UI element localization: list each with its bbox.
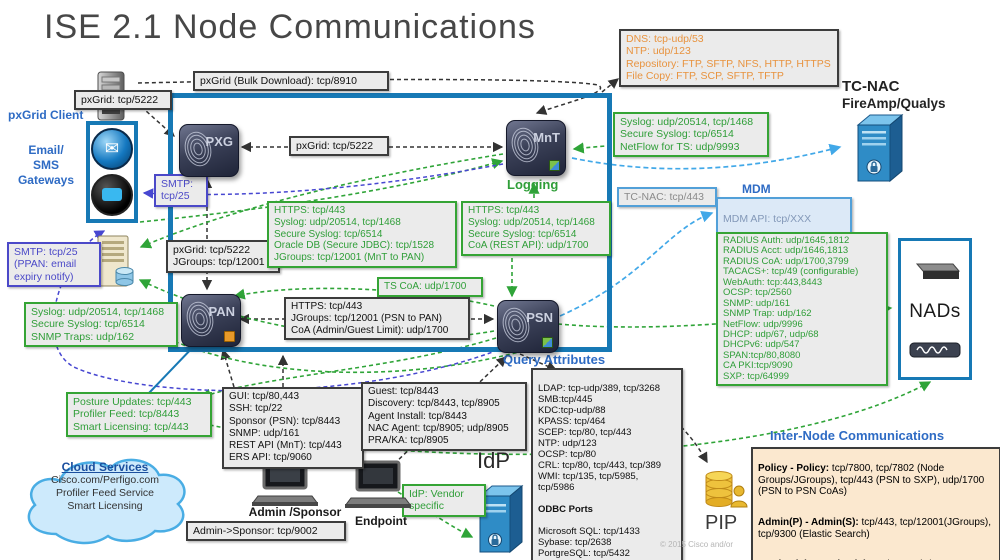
port-label-posture-feeds: Posture Updates: tcp/443 Profiler Feed: … — [66, 392, 212, 438]
internode-title: Inter-Node Communications — [770, 428, 945, 443]
internode-policy: Policy - Policy: tcp/7800, tcp/7802 (Nod… — [758, 462, 985, 498]
port-label-smtp-ppan: SMTP: tcp/25 (PPAN: email expiry notify) — [7, 242, 101, 288]
cloud-services-text: Cloud Services Cisco.com/Perfigo.com Pro… — [26, 460, 184, 513]
port-label-admin-access: GUI: tcp/80,443 SSH: tcp/22 Sponsor (PSN… — [222, 387, 364, 469]
switch-icon — [915, 263, 961, 279]
port-label-smtp: SMTP: tcp/25 — [154, 174, 208, 207]
email-sms-gateway-panel: ✉ — [86, 121, 138, 223]
pip-label: PIP — [705, 512, 738, 534]
node-mnt: MnT — [506, 120, 566, 176]
fingerprint-icon — [184, 131, 212, 167]
endpoint-laptop-icon — [345, 460, 411, 508]
query-attributes-box: LDAP: tcp-udp/389, tcp/3268 SMB:tcp/445 … — [531, 368, 683, 560]
port-label-idp-vendor: IdP: Vendor specific — [402, 484, 486, 517]
pip-database-icon — [705, 471, 748, 508]
internode-admin: Admin(P) - Admin(S): tcp/443, tcp/12001(… — [758, 516, 992, 540]
router-icon — [909, 342, 961, 358]
endpoint-label: Endpoint — [355, 514, 407, 528]
idp-server-icon — [478, 484, 524, 554]
node-pxg-label: PXG — [205, 134, 233, 149]
port-label-bulk-download: pxGrid (Bulk Download): tcp/8910 — [193, 71, 389, 92]
port-label-psn-to-mnt: HTTPS: tcp/443 Syslog: udp/20514, tcp/14… — [461, 201, 611, 257]
port-label-pxgrid-jgroups: pxGrid: tcp/5222 JGroups: tcp/12001 — [166, 240, 280, 273]
port-label-dns-ntp-repository: DNS: tcp-udp/53 NTP: udp/123 Repository:… — [619, 29, 839, 87]
cloud-title: Cloud Services — [61, 460, 149, 474]
lock-icon — [224, 331, 235, 342]
tcnac-server-icon — [856, 113, 904, 183]
port-label-mnt-to-pan: HTTPS: tcp/443 Syslog: udp/20514, tcp/14… — [267, 201, 457, 268]
cloud-shape — [27, 458, 186, 545]
tcnac-subtitle: FireAmp/Qualys — [842, 96, 946, 111]
node-psn: PSN — [497, 300, 559, 353]
fingerprint-icon — [502, 307, 530, 343]
port-label-radius-nad: RADIUS Auth: udp/1645,1812 RADIUS Acct: … — [716, 232, 888, 387]
query-post: Microsoft SQL: tcp/1433 Sybase: tcp/2638… — [538, 526, 640, 560]
mdm-label: MDM — [742, 182, 771, 196]
port-label-psn-to-pan: HTTPS: tcp/443 JGroups: tcp/12001 (PSN t… — [284, 297, 470, 341]
nads-label: NADs — [909, 301, 961, 322]
node-pxg: PXG — [179, 124, 239, 177]
port-label-endpoint-access: Guest: tcp/8443 Discovery: tcp/8443, tcp… — [361, 382, 527, 452]
chat-icon — [91, 173, 133, 216]
fingerprint-icon — [511, 127, 539, 163]
node-pan: PAN — [181, 294, 241, 347]
query-pre: LDAP: tcp-udp/389, tcp/3268 SMB:tcp/445 … — [538, 383, 662, 494]
mnt-badge-icon — [549, 160, 560, 171]
cloud-lines: Cisco.com/Perfigo.com Profiler Feed Serv… — [51, 474, 159, 513]
logging-label: Logging — [507, 177, 559, 192]
port-label-pxgrid-mnt: pxGrid: tcp/5222 — [289, 136, 389, 157]
page-title: ISE 2.1 Node Communications — [44, 8, 536, 46]
odbc-ports-header: ODBC Ports — [538, 504, 593, 516]
email-gateways-label: Email/ SMS Gateways — [17, 143, 75, 187]
node-psn-label: PSN — [526, 310, 553, 325]
email-icon: ✉ — [91, 128, 133, 171]
port-label-tcnac: TC-NAC: tcp/443 — [617, 187, 717, 208]
admin-sponsor-label: Admin /Sponsor — [248, 505, 342, 519]
query-attributes-label: Query Attributes — [503, 352, 606, 367]
copyright-text: © 2015 Cisco and/or — [660, 540, 734, 549]
nads-panel: NADs — [898, 238, 972, 380]
internode-box: Policy - Policy: tcp/7800, tcp/7802 (Nod… — [751, 447, 1000, 560]
mdm-api-line: MDM API: tcp/XXX — [723, 213, 812, 226]
pxgrid-client-label: pxGrid Client — [8, 108, 84, 122]
port-label-syslog-server: Syslog: udp/20514, tcp/1468 Secure Syslo… — [24, 302, 178, 348]
port-label-ts-coa: TS CoA: udp/1700 — [377, 277, 483, 297]
port-label-syslog-to-mnt: Syslog: udp/20514, tcp/1468 Secure Syslo… — [613, 112, 769, 158]
fingerprint-icon — [186, 301, 214, 337]
port-label-admin-sponsor: Admin->Sponsor: tcp/9002 — [186, 521, 346, 542]
port-label-pxgrid-client: pxGrid: tcp/5222 — [74, 90, 172, 111]
database-server-icon — [97, 235, 134, 287]
idp-label: IdP — [477, 448, 511, 473]
tcnac-title: TC-NAC — [842, 78, 900, 95]
node-mnt-label: MnT — [533, 130, 560, 145]
node-pan-label: PAN — [208, 304, 235, 319]
psn-badge-icon — [542, 337, 553, 348]
